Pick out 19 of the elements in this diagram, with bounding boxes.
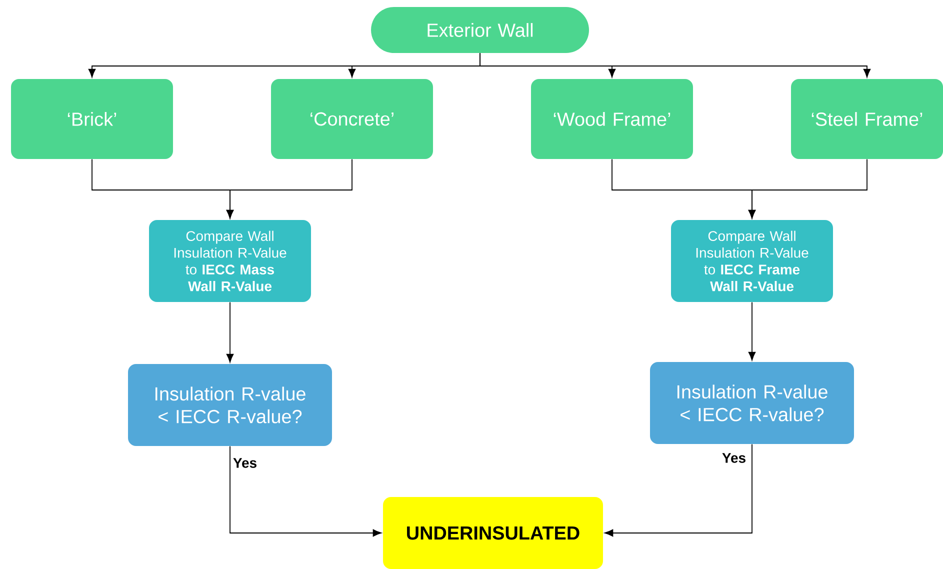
arrow bbox=[612, 158, 756, 218]
process-box: Compare Wall Insulation R-Value to IECC Mass Wall R-Value bbox=[149, 220, 311, 302]
arrow bbox=[748, 302, 756, 360]
process-box: ‘Brick’ bbox=[11, 79, 173, 159]
decision-box: Insulation R-value < IECC R-value? bbox=[650, 362, 854, 444]
start-terminal: Exterior Wall bbox=[371, 7, 589, 53]
process-box: ‘Concrete’ bbox=[271, 79, 433, 159]
arrow bbox=[226, 302, 234, 362]
decision-box: Insulation R-value < IECC R-value? bbox=[128, 364, 332, 446]
process-box: ‘Steel Frame’ bbox=[791, 79, 943, 159]
result-box: UNDERINSULATED bbox=[383, 497, 603, 569]
process-box: ‘Wood Frame’ bbox=[531, 79, 693, 159]
arrow bbox=[88, 52, 480, 78]
process-box: Compare Wall Insulation R-Value to IECC Frame Wall R-Value bbox=[671, 220, 833, 302]
arrow bbox=[604, 444, 752, 537]
arrow bbox=[230, 446, 382, 537]
edge-label: Yes bbox=[232, 457, 258, 469]
arrow bbox=[92, 158, 234, 218]
edge-label: Yes bbox=[720, 452, 748, 464]
